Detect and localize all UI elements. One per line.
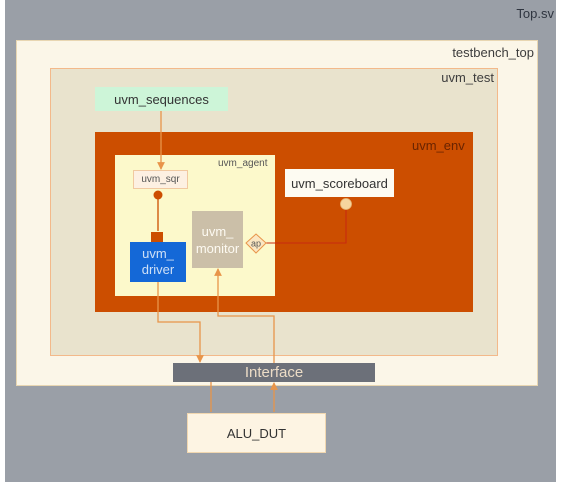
uvm-monitor-label-line1: uvm_ (201, 223, 234, 239)
uvm-driver-label-line2: driver (141, 262, 175, 277)
uvm-sequences-box[interactable]: uvm_sequences (95, 87, 228, 111)
uvm-monitor-label-line2: monitor (195, 240, 240, 256)
wire-ap-to-scoreboard (265, 206, 347, 244)
uvm-sqr-box[interactable]: uvm_sqr (133, 170, 188, 189)
uvm-env-label: uvm_env (412, 138, 465, 153)
uvm-sqr-label: uvm_sqr (141, 174, 180, 185)
uvm-scoreboard-label: uvm_scoreboard (291, 175, 388, 191)
sqr-export-circle (153, 190, 163, 200)
scoreboard-export-circle (340, 198, 352, 210)
driver-port-square (151, 232, 163, 242)
alu-dut-label: ALU_DUT (226, 425, 287, 441)
testbench-top-label: testbench_top (452, 45, 534, 60)
analysis-port-label: ap (251, 239, 261, 249)
wire-interface-to-monitor (214, 268, 275, 363)
uvm-driver-box[interactable]: uvm_ driver (130, 242, 186, 282)
uvm-sequences-label: uvm_sequences (114, 91, 209, 107)
interface-bar[interactable]: Interface (173, 363, 375, 382)
top-sv-label: Top.sv (516, 6, 554, 21)
uvm-monitor-box[interactable]: uvm_ monitor (192, 211, 243, 268)
alu-dut-box[interactable]: ALU_DUT (187, 413, 326, 453)
uvm-driver-label-line1: uvm_ (142, 246, 174, 261)
uvm-scoreboard-box[interactable]: uvm_scoreboard (285, 169, 394, 197)
uvm-test-label: uvm_test (441, 70, 494, 85)
uvm-agent-label: uvm_agent (218, 158, 268, 169)
analysis-port-diamond (245, 233, 267, 254)
wire-driver-to-interface (157, 282, 204, 363)
interface-label: Interface (244, 364, 304, 381)
